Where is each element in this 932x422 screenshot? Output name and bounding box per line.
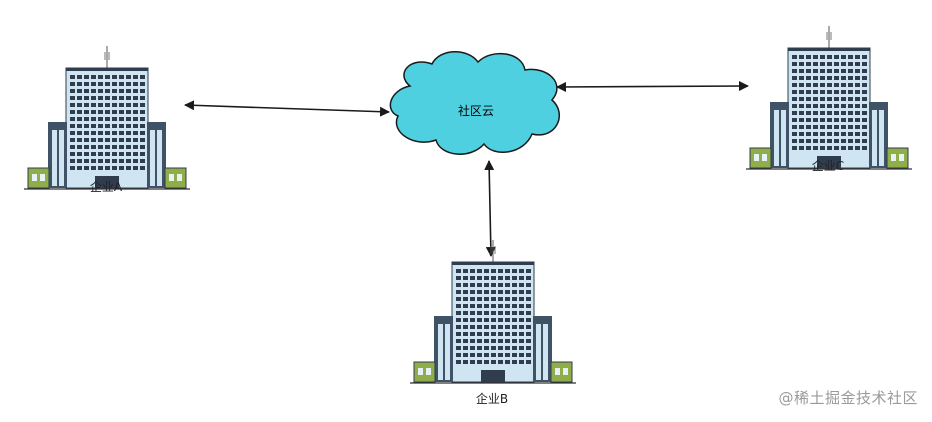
building-a-icon (23, 45, 191, 190)
building-a-label: 企业A (89, 180, 123, 194)
building-b-label: 企业B (475, 392, 509, 406)
building-c-label: 企业C (811, 159, 845, 173)
cloud-label: 社区云 (458, 103, 494, 118)
arrow-a-cloud (184, 100, 390, 117)
watermark: @稀土掘金技术社区 (778, 389, 918, 407)
community-cloud: 社区云 (389, 51, 561, 155)
arrow-cloud-c (556, 81, 749, 92)
cloud-shape (389, 51, 561, 155)
arrow-cloud-b (484, 160, 496, 257)
building-c-icon (745, 25, 913, 170)
building-b-icon (409, 239, 577, 384)
